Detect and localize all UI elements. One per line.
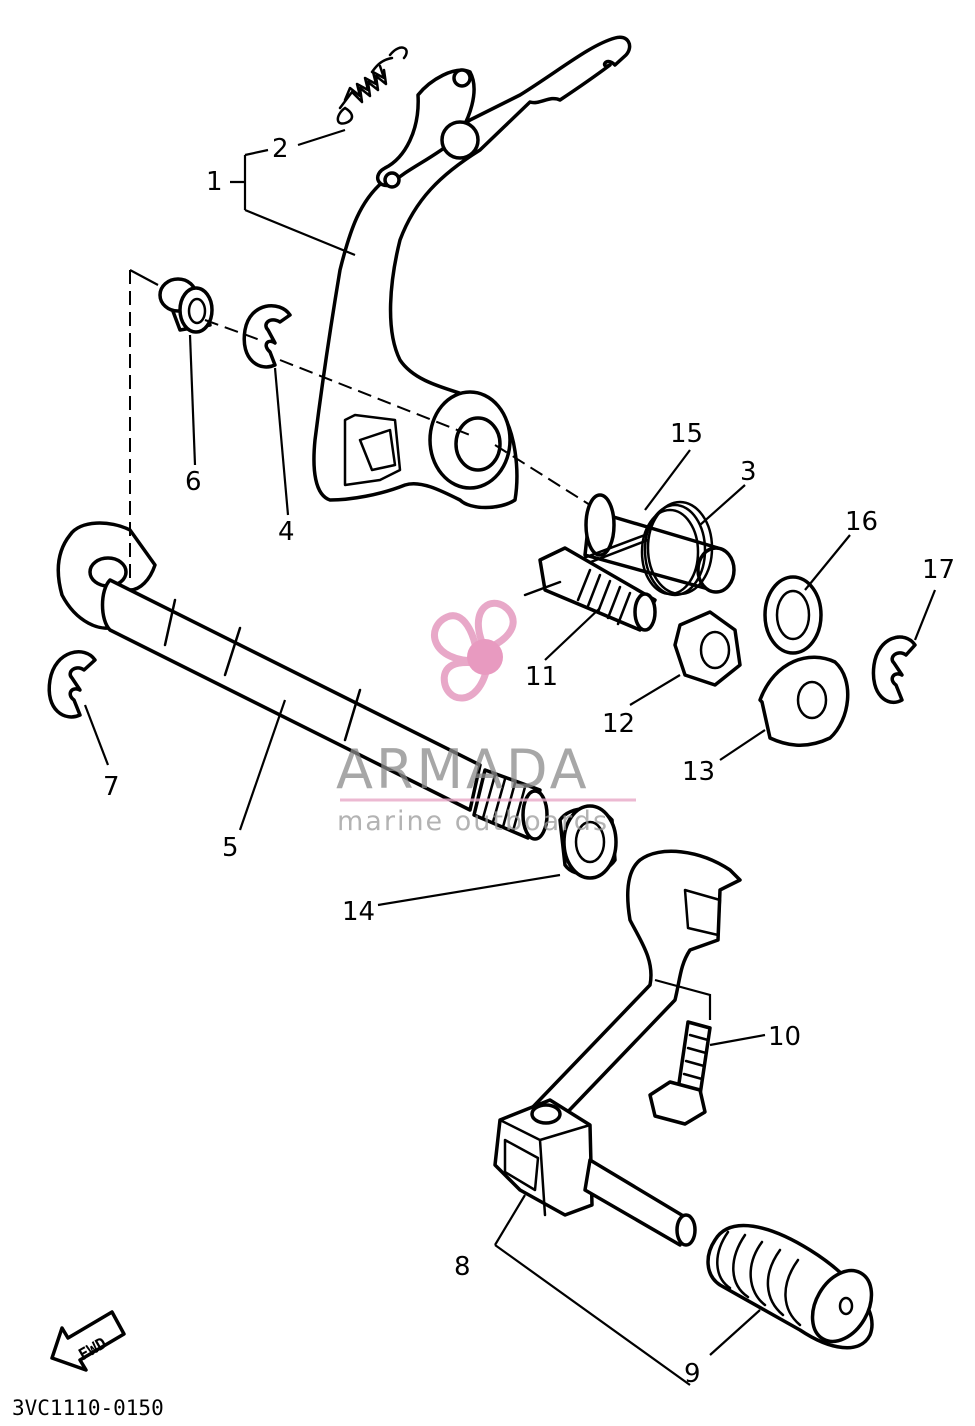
callout-7: 7 <box>103 772 120 802</box>
part-16-washer <box>763 575 823 655</box>
part-14-oil-seal <box>558 804 618 880</box>
part-4-circlip <box>242 304 292 369</box>
callout-2: 2 <box>272 134 289 164</box>
callout-13: 13 <box>682 757 715 787</box>
callout-15: 15 <box>670 419 703 449</box>
callout-14: 14 <box>342 897 375 927</box>
callout-10: 10 <box>768 1022 801 1052</box>
propeller-logo-icon <box>431 599 517 702</box>
watermark-brand: ARMADA <box>336 738 590 801</box>
leader-lines <box>83 128 937 1386</box>
part-5-shift-shaft <box>56 521 549 841</box>
callout-1: 1 <box>206 167 223 197</box>
callout-11: 11 <box>525 662 558 692</box>
part-7-circlip <box>47 650 97 719</box>
callout-17: 17 <box>922 555 955 585</box>
part-12-nut <box>673 610 742 687</box>
part-13-plate <box>758 655 850 747</box>
callout-12: 12 <box>602 709 635 739</box>
callout-8: 8 <box>454 1252 471 1282</box>
watermark-tagline: marine outboards <box>337 806 609 837</box>
callout-4: 4 <box>278 517 295 547</box>
part-6-bushing <box>158 277 214 334</box>
callout-5: 5 <box>222 833 239 863</box>
callout-9: 9 <box>684 1359 701 1389</box>
part-11-stud-bolt <box>523 546 657 632</box>
part-1-shift-arm <box>312 35 632 510</box>
callout-16: 16 <box>845 507 878 537</box>
part-17-circlip <box>871 635 917 705</box>
drawing-code: 3VC1110-0150 <box>12 1396 164 1420</box>
part-15-collar-and-part-3-spring <box>563 493 736 597</box>
callout-6: 6 <box>185 467 202 497</box>
part-10-bolt <box>648 1020 712 1126</box>
part-9-pedal-rubber <box>706 1223 874 1350</box>
part-2-spring <box>336 46 408 125</box>
armada-watermark: ARMADA marine outboards <box>336 599 636 837</box>
callout-labels: 1 2 3 4 5 6 7 8 9 10 11 12 13 14 15 16 1… <box>103 134 955 1389</box>
assembly-lines <box>129 269 591 580</box>
callout-3: 3 <box>740 457 757 487</box>
fwd-direction-arrow: FWD <box>50 1310 126 1372</box>
part-8-shift-pedal <box>493 849 742 1247</box>
